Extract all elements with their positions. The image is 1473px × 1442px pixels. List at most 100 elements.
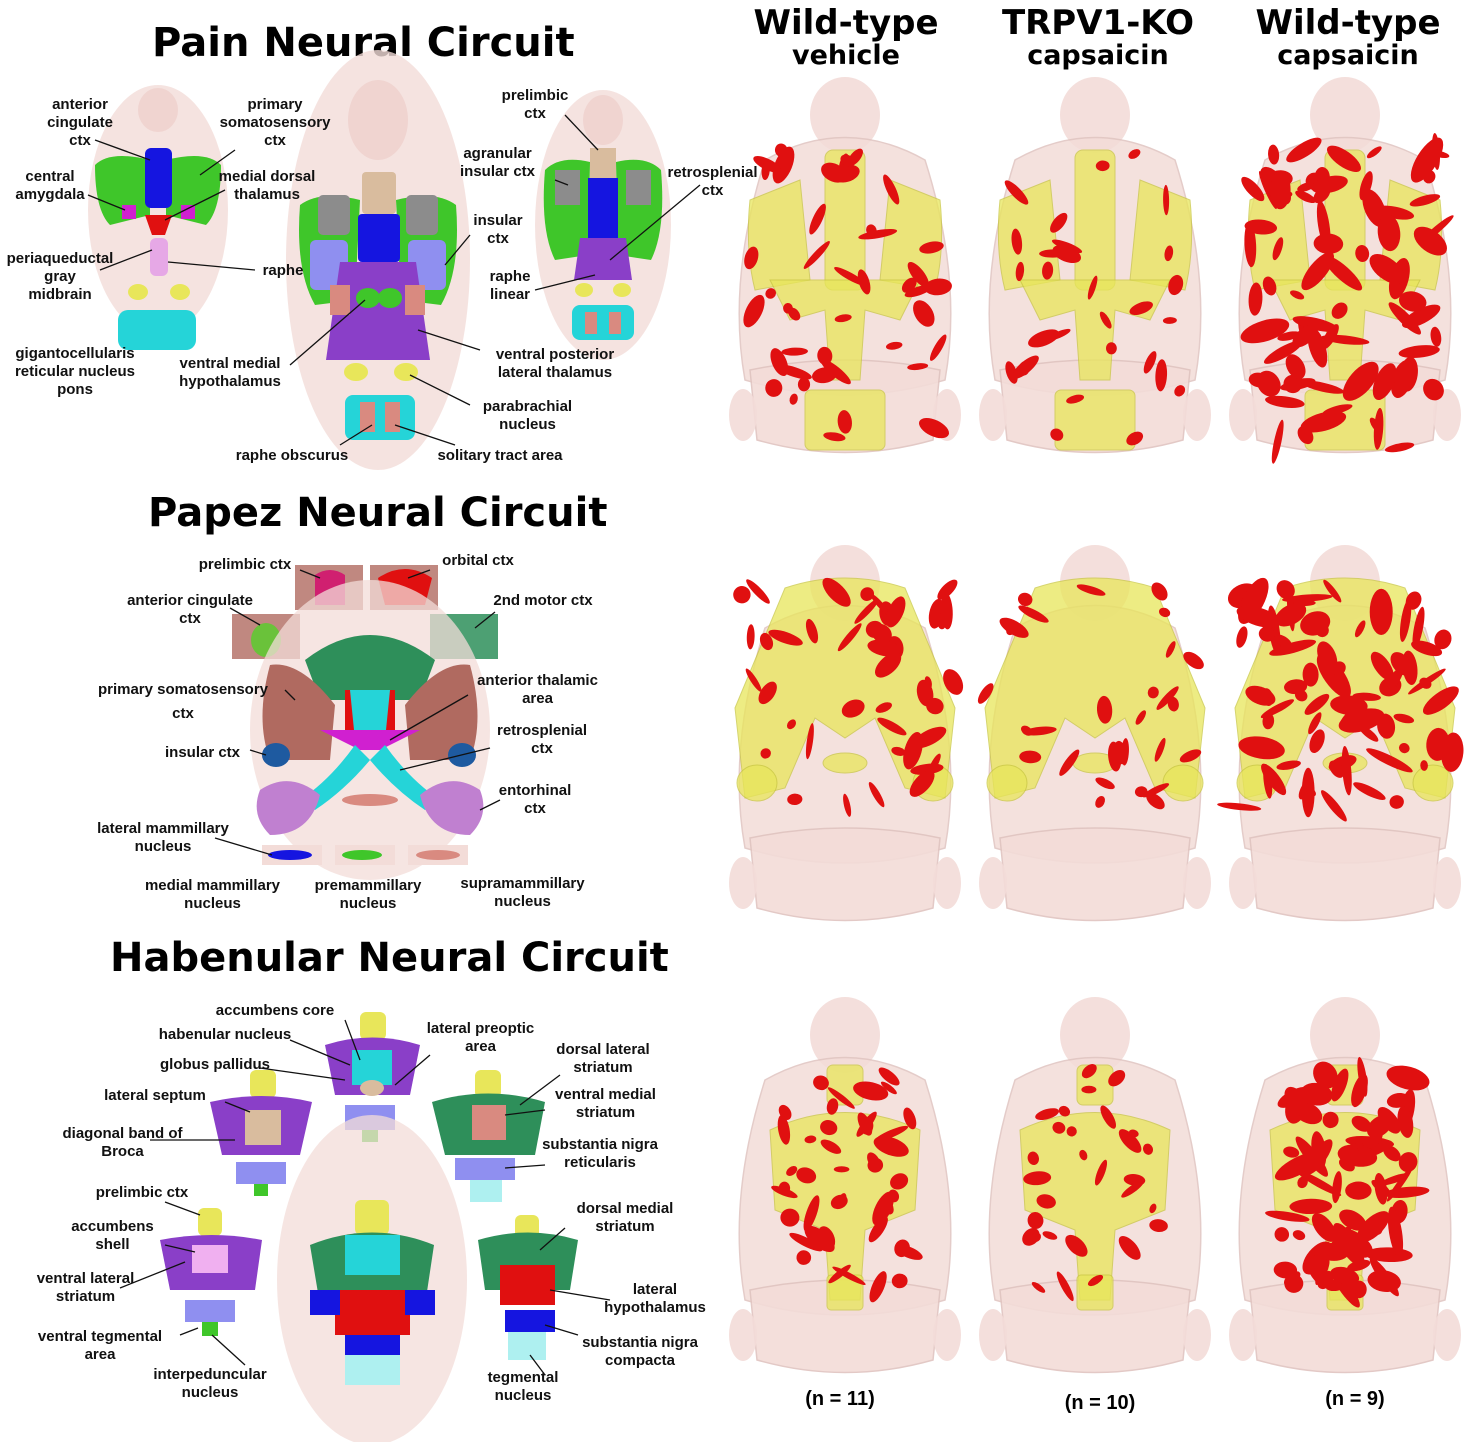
pain-center-brain xyxy=(286,50,470,470)
activation-blob xyxy=(1004,180,1029,205)
activation-blob xyxy=(1434,629,1452,650)
activation-blob xyxy=(1369,588,1393,636)
activation-blob xyxy=(1245,685,1276,706)
activation-blob xyxy=(870,593,890,615)
activation-blob xyxy=(1423,378,1444,401)
activation-blob xyxy=(777,1114,791,1145)
activation-blob xyxy=(1308,712,1322,735)
activation-blob xyxy=(1286,137,1322,163)
activation-blob xyxy=(1056,1271,1074,1302)
activation-blob xyxy=(1265,1210,1310,1222)
activation-blob xyxy=(1066,1126,1077,1137)
activation-blob xyxy=(885,596,906,628)
activation-blob xyxy=(797,377,811,392)
activation-brain-papez-0 xyxy=(729,545,964,922)
activation-blob xyxy=(871,624,892,644)
activation-blob xyxy=(1353,782,1386,800)
label-hab-accumbens-shell: accumbens shell xyxy=(71,1218,154,1253)
activation-blob xyxy=(776,364,812,380)
label-anterior-cingulate: anterior cingulate ctx xyxy=(47,96,113,149)
activation-blob xyxy=(1321,324,1339,350)
column-header-line2: capsaicin xyxy=(1027,40,1169,71)
label-ventral-posterior-lateral-thalamus: ventral posterior lateral thalamus xyxy=(495,346,615,381)
activation-blob xyxy=(1179,749,1202,763)
label-hab-globus-pallidus: globus pallidus xyxy=(160,1056,271,1073)
activation-blob xyxy=(759,632,774,651)
activation-blob xyxy=(1297,426,1314,445)
activation-brain-pain-1 xyxy=(979,77,1211,454)
activation-blob xyxy=(768,629,803,646)
activation-blob xyxy=(1087,1274,1104,1287)
activation-blob xyxy=(1027,1151,1039,1166)
activation-blob xyxy=(765,379,783,397)
label-primary-somatosensory: primary somatosensory ctx xyxy=(219,96,331,149)
activation-blob xyxy=(1050,212,1068,233)
activation-blob xyxy=(872,1191,894,1226)
activation-blob xyxy=(1369,254,1405,284)
activation-blob xyxy=(1323,255,1363,291)
activation-blob xyxy=(1142,783,1170,798)
activation-blob xyxy=(891,746,906,756)
activation-blob xyxy=(1387,1206,1404,1258)
activation-blob xyxy=(1341,745,1352,796)
activation-blob xyxy=(1402,304,1441,329)
activation-blob xyxy=(837,623,862,652)
activation-blob xyxy=(1386,1065,1430,1091)
activation-blob xyxy=(1269,639,1317,656)
activation-blob xyxy=(919,241,944,254)
activation-blob xyxy=(1356,1211,1390,1243)
label-papez-supramammillary: supramammillary nucleus xyxy=(460,875,585,910)
activation-blob xyxy=(1296,1170,1342,1196)
activation-blob xyxy=(1151,582,1168,601)
activation-blob xyxy=(867,639,902,657)
activation-blob xyxy=(1419,677,1432,689)
habenular-circuit-title: Habenular Neural Circuit xyxy=(110,935,669,981)
activation-blob xyxy=(823,432,846,442)
label-hab-accumbens-core: accumbens core xyxy=(215,1002,335,1019)
activation-blob xyxy=(1142,1143,1154,1155)
activation-blob xyxy=(787,793,803,806)
activation-blob xyxy=(1248,372,1269,388)
activation-blob xyxy=(1081,1063,1097,1079)
activation-blob xyxy=(1244,222,1257,268)
activation-blob xyxy=(771,1185,798,1199)
activation-blob xyxy=(803,241,830,269)
activation-blob xyxy=(1042,1231,1058,1240)
activation-blob xyxy=(895,1244,923,1260)
activation-brain-pain-2 xyxy=(1229,77,1461,464)
activation-blob xyxy=(1274,1227,1290,1242)
activation-blob xyxy=(877,717,907,736)
activation-blob xyxy=(813,1075,829,1091)
activation-blob xyxy=(1118,1129,1142,1153)
activation-blob xyxy=(1147,686,1159,699)
activation-blob xyxy=(1309,729,1325,754)
activation-blob xyxy=(867,1152,881,1170)
activation-blob xyxy=(1430,326,1442,347)
label-raphe: raphe xyxy=(262,262,304,279)
activation-blob xyxy=(1330,1266,1360,1285)
activation-blob xyxy=(1183,651,1204,670)
activation-blob xyxy=(1331,302,1348,319)
activation-blob xyxy=(928,753,941,775)
activation-blob xyxy=(1095,160,1110,172)
label-prelimbic: prelimbic ctx xyxy=(501,87,569,122)
activation-blob xyxy=(1420,760,1428,771)
label-periaqueductal-gray: periaqueductal gray midbrain xyxy=(6,250,114,303)
activation-blob xyxy=(903,731,923,770)
activation-blob xyxy=(1329,1226,1352,1258)
activation-blob xyxy=(1248,282,1263,316)
column-header-wildtype-vehicle: Wild-type vehicle xyxy=(746,6,946,69)
activation-blob xyxy=(761,161,770,180)
activation-blob xyxy=(826,1098,839,1115)
label-hab-substantia-nigra-compacta: substantia nigra compacta xyxy=(582,1334,698,1369)
activation-blob xyxy=(1339,1209,1367,1231)
label-hab-dorsal-medial-striatum: dorsal medial striatum xyxy=(576,1200,674,1235)
activation-blob xyxy=(1383,1186,1430,1198)
activation-blob xyxy=(1337,1144,1378,1167)
activation-blob xyxy=(875,702,892,713)
sample-size-trpv1ko-capsaicin: (n = 10) xyxy=(1064,1392,1136,1414)
activation-blob xyxy=(834,314,852,323)
activation-blob xyxy=(885,341,903,350)
activation-blob xyxy=(1330,695,1368,716)
activation-blob xyxy=(1422,686,1459,715)
